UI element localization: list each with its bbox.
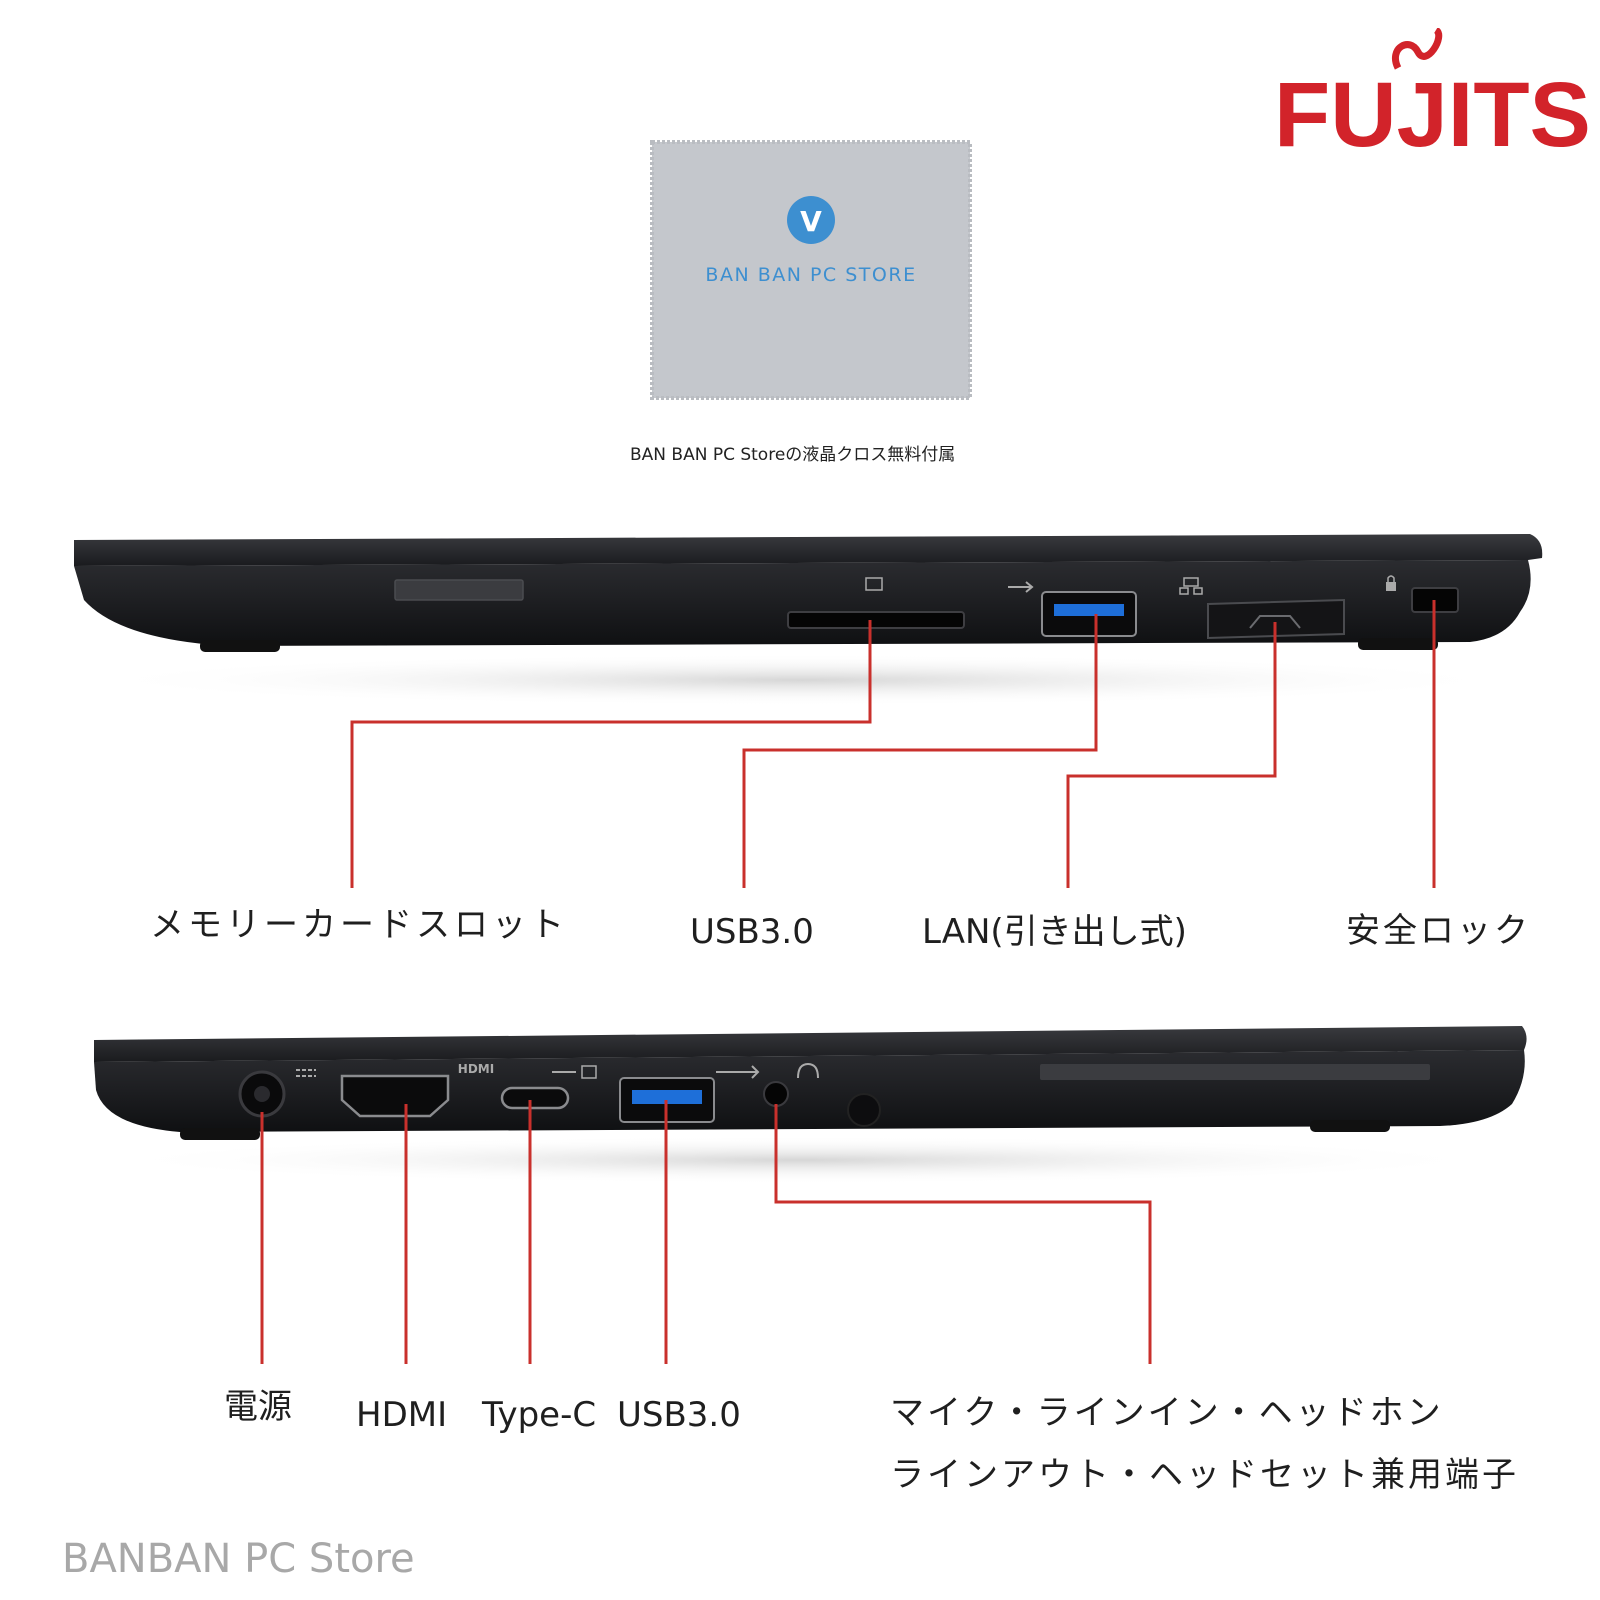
store-watermark: BANBAN PC Store: [62, 1536, 415, 1582]
usb-a-port-right: [1041, 591, 1137, 637]
usb-c-port: [500, 1086, 570, 1110]
label-audio-line1: マイク・ラインイン・ヘッドホン: [890, 1393, 1444, 1433]
dc-power-jack: [238, 1070, 286, 1118]
hdmi-port: [340, 1074, 450, 1118]
usb-charge-icon: [716, 1065, 760, 1079]
label-hdmi: HDMI: [356, 1395, 448, 1435]
logo-text: FUJITSU: [1274, 64, 1590, 166]
store-badge-icon: [787, 196, 835, 244]
lan-port: [1207, 598, 1345, 640]
sd-card-slot: [787, 611, 965, 629]
dc-power-icon: [296, 1069, 316, 1077]
laptop-right-side: [74, 534, 1543, 706]
laptop-left-side: HDMI: [94, 1026, 1527, 1184]
headphone-icon: [797, 1062, 819, 1079]
label-lan: LAN(引き出し式): [922, 912, 1187, 952]
label-usb-left: USB3.0: [617, 1395, 741, 1435]
fujitsu-logo: FUJITSU: [1270, 27, 1600, 178]
label-type-c: Type-C: [482, 1395, 597, 1435]
usb-icon: [1008, 581, 1034, 593]
logo-infinity-mark: [1392, 27, 1443, 70]
callout-lines-right: [350, 600, 1436, 888]
callout-lines-left: [260, 1100, 1152, 1364]
network-icon: [1179, 577, 1203, 595]
cloth-caption: BAN BAN PC Storeの液晶クロス無料付属: [630, 445, 956, 465]
audio-jack: [763, 1081, 789, 1107]
label-security-lock: 安全ロック: [1346, 911, 1531, 951]
security-lock-slot: [1411, 587, 1459, 613]
label-audio-line2: ラインアウト・ヘッドセット兼用端子: [890, 1455, 1519, 1495]
sd-card-icon: [865, 577, 883, 591]
usb-c-icon: [552, 1065, 597, 1079]
label-usb-right: USB3.0: [690, 912, 814, 952]
lock-icon: [1386, 575, 1396, 591]
cloth-store-name: BAN BAN PC STORE: [705, 264, 916, 286]
label-memory-card-slot: メモリーカードスロット: [150, 905, 568, 945]
hdmi-icon: HDMI: [458, 1062, 494, 1076]
cleaning-cloth: V BAN BAN PC STORE: [648, 138, 974, 402]
store-badge-letter: V: [800, 205, 822, 238]
label-power: 電源: [224, 1387, 292, 1427]
usb-a-port-left: [619, 1077, 715, 1123]
